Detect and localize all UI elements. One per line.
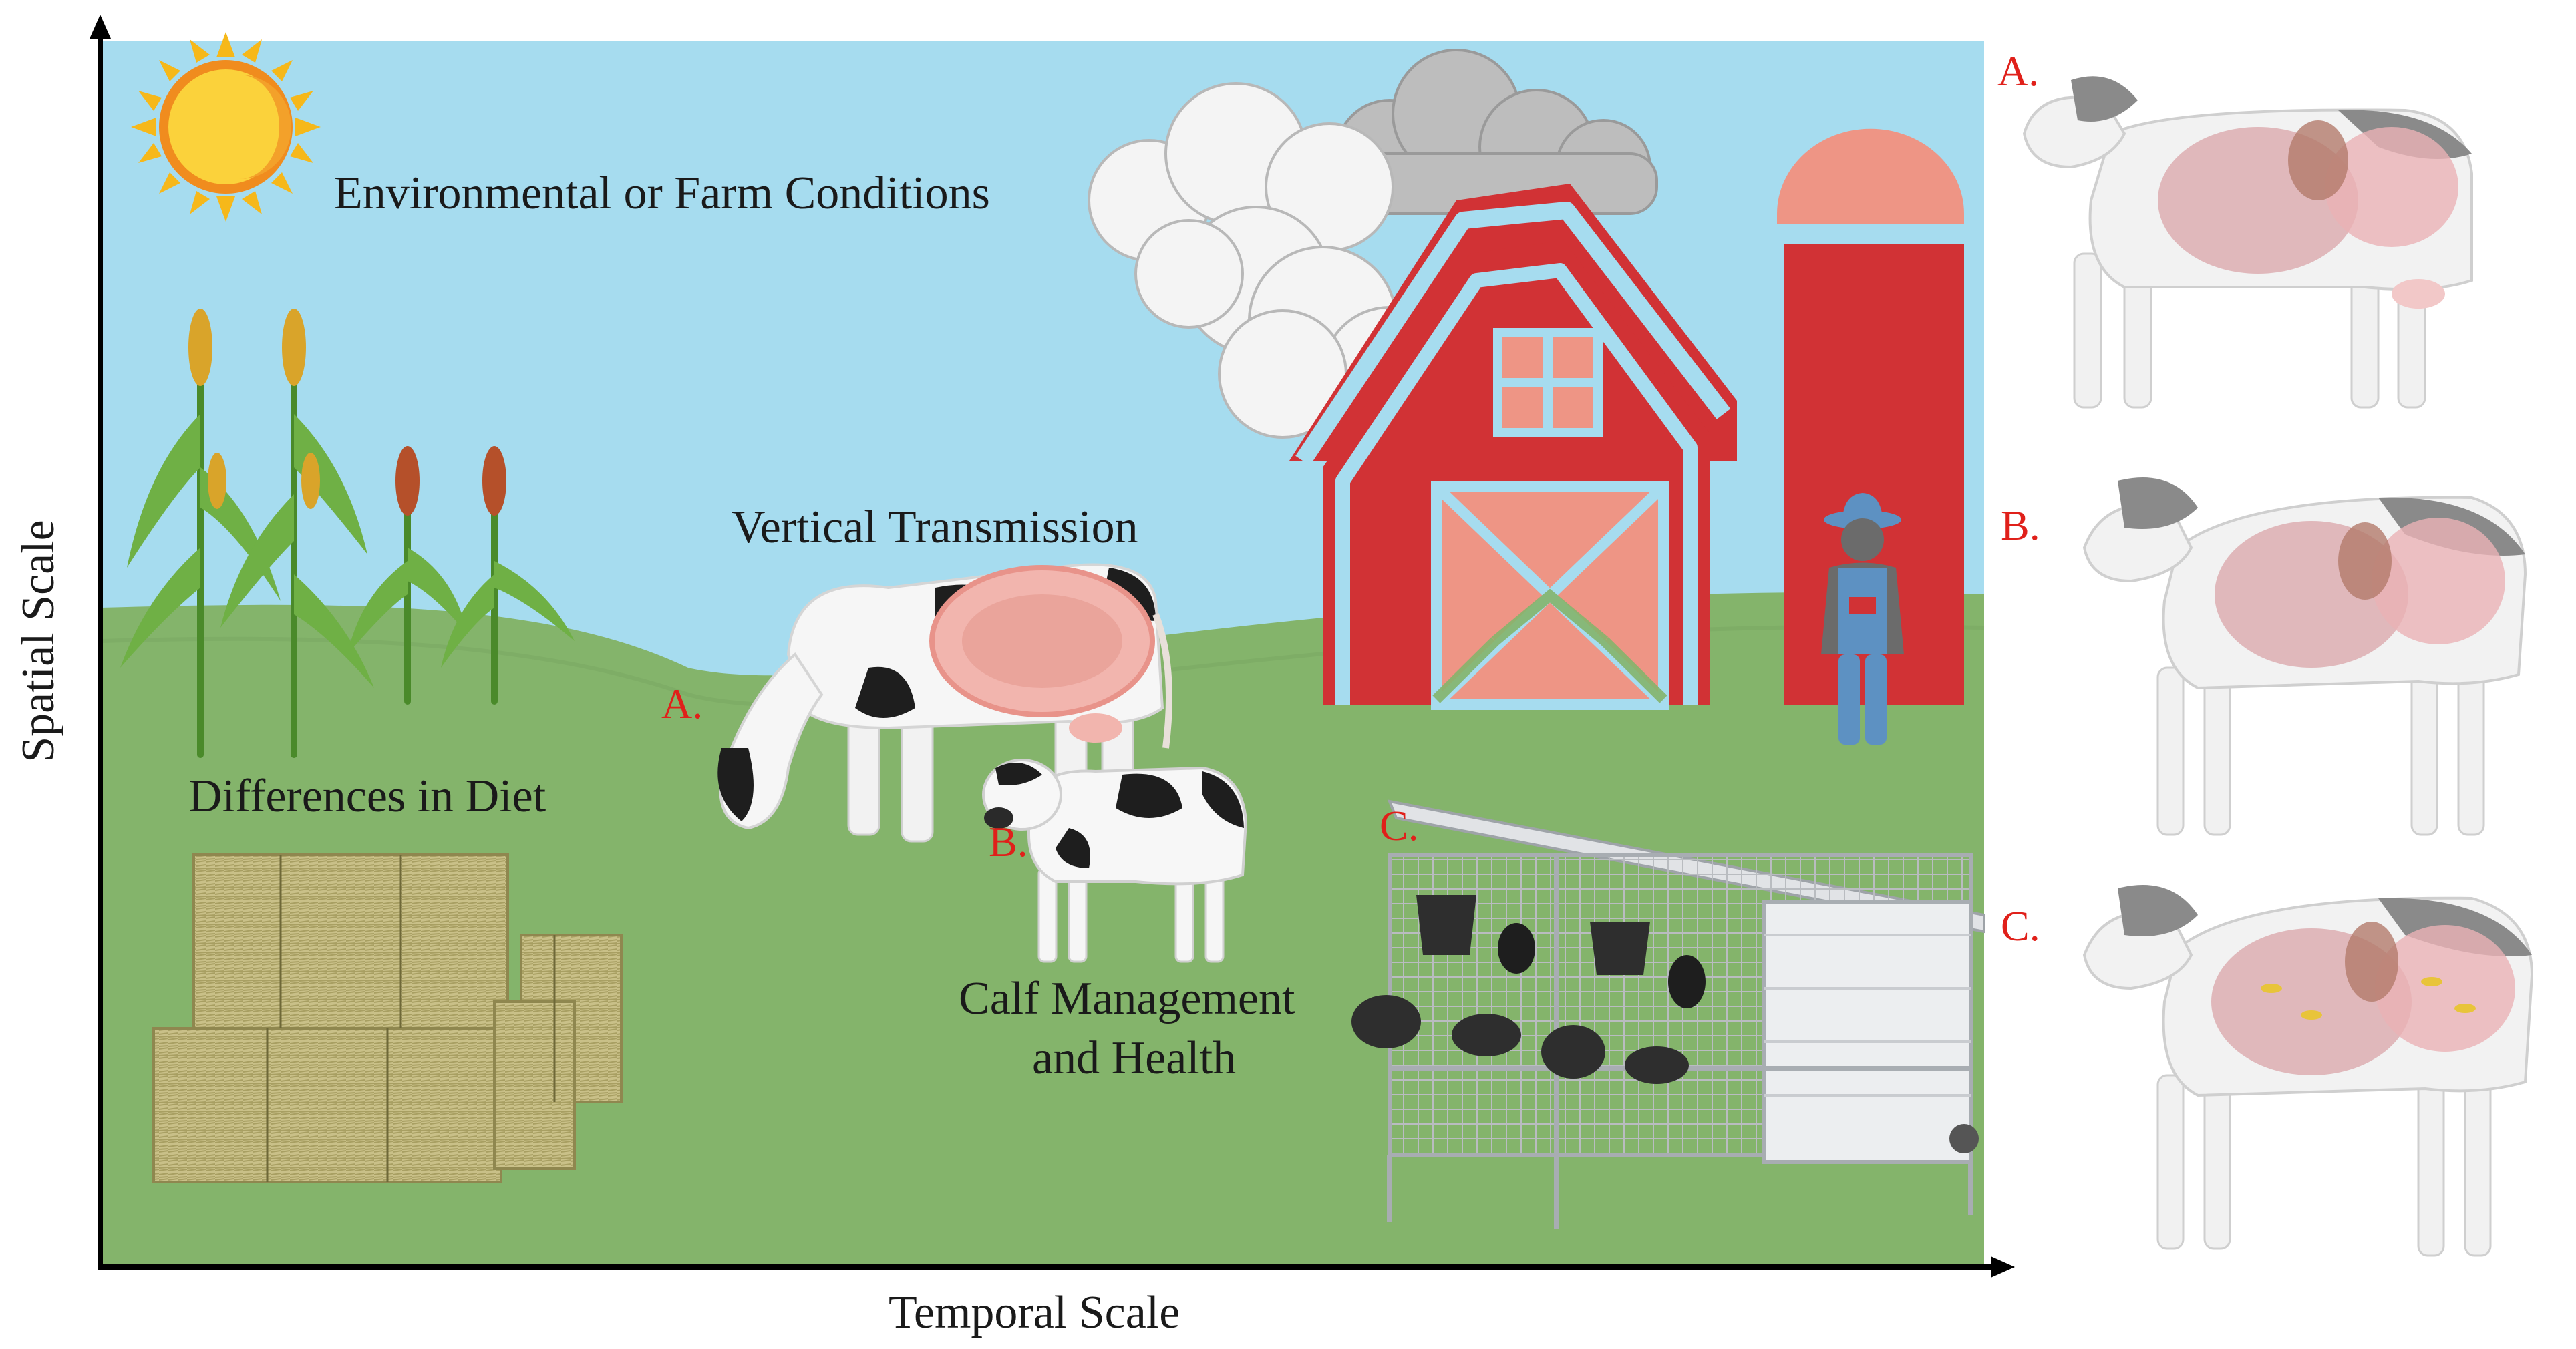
y-axis-label: Spatial Scale (13, 520, 64, 763)
marker-side-c: C. (2001, 902, 2040, 950)
side-cows (2022, 76, 2534, 1257)
label-environmental-conditions: Environmental or Farm Conditions (334, 168, 990, 219)
label-differences-in-diet: Differences in Diet (188, 771, 546, 822)
marker-scene-a: A. (661, 680, 703, 727)
x-axis-label: Temporal Scale (889, 1287, 1180, 1338)
silo-dome (1777, 128, 1964, 224)
y-axis-arrowhead (90, 15, 111, 39)
marker-side-b: B. (2001, 502, 2040, 549)
farmer-icon (1821, 493, 1904, 745)
marker-side-a: A. (1997, 47, 2039, 95)
side-cow-a (2022, 76, 2473, 409)
calf (982, 759, 1248, 963)
axes (90, 15, 2015, 1278)
crops-illustration (120, 309, 575, 758)
label-calf-management-line2: and Health (1032, 1032, 1236, 1084)
hay-bales (152, 853, 623, 1183)
side-cow-b (2082, 477, 2527, 836)
side-cow-c (2082, 885, 2534, 1257)
marker-scene-b: B. (989, 818, 1028, 865)
sun-icon (131, 32, 321, 222)
label-calf-management-line1: Calf Management (959, 973, 1295, 1024)
adult-cow (717, 563, 1172, 843)
marker-scene-c: C. (1380, 802, 1419, 849)
label-vertical-transmission: Vertical Transmission (732, 502, 1138, 553)
x-axis-arrowhead (1991, 1256, 2015, 1278)
calf-hutches (1351, 799, 1985, 1229)
